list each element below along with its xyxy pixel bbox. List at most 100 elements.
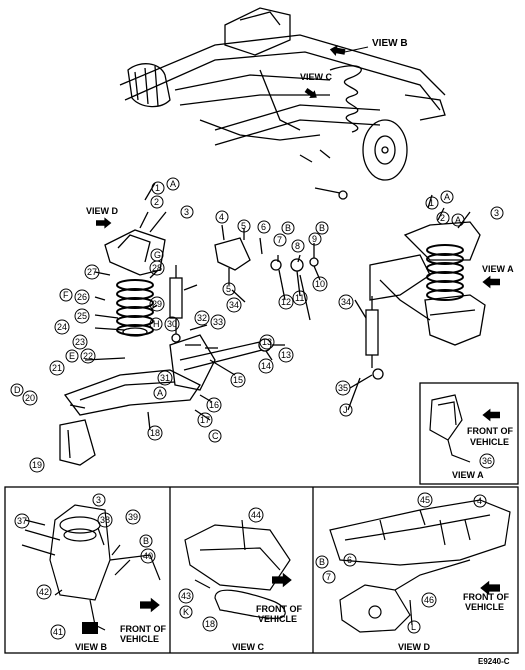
letter-h: H xyxy=(153,319,160,329)
callout-7: 7 xyxy=(277,235,282,245)
callout-18: 18 xyxy=(150,428,160,438)
letter-b-1: B xyxy=(285,223,291,233)
right-callout-2: 2 xyxy=(440,213,445,223)
callout-11: 11 xyxy=(295,293,304,303)
view-a-callout-36: 36 xyxy=(482,456,492,466)
view-c-pointer: VIEW C xyxy=(300,72,333,102)
view-c-title: VIEW C xyxy=(232,642,265,652)
callout-1: 1 xyxy=(155,183,160,193)
view-d-callout-6: 6 xyxy=(347,555,352,565)
view-a-title: VIEW A xyxy=(452,470,484,480)
right-letter-a-2: A xyxy=(455,215,461,225)
view-b-front-arrow xyxy=(140,597,160,613)
callout-31: 31 xyxy=(160,373,170,383)
view-d-pointer-arrow xyxy=(96,217,112,229)
view-d-letter-b: B xyxy=(319,557,325,567)
letter-a-1: A xyxy=(170,179,176,189)
view-d-callout-7: 7 xyxy=(326,572,331,582)
callout-27: 27 xyxy=(87,267,97,277)
view-b-callout-38: 38 xyxy=(100,515,110,525)
letter-f: F xyxy=(63,290,69,300)
letter-d: D xyxy=(14,385,21,395)
callout-17: 17 xyxy=(200,415,210,425)
view-b-title: VIEW B xyxy=(75,642,108,652)
callout-24: 24 xyxy=(57,322,67,332)
callout-10: 10 xyxy=(315,279,325,289)
view-b-callout-40: 40 xyxy=(143,551,153,561)
view-d-front-line1: FRONT OF xyxy=(463,592,509,602)
callout-13: 13 xyxy=(262,337,272,347)
detail-views-frame xyxy=(4,486,519,654)
callout-21: 21 xyxy=(52,363,62,373)
right-callouts: 1 A 2 A 3 VIEW A 34 35 J xyxy=(335,190,514,417)
figure-code: E9240-C xyxy=(478,657,510,666)
callout-9: 9 xyxy=(312,234,317,244)
view-a-front-arrow xyxy=(482,408,500,422)
callout-29: 29 xyxy=(152,299,162,309)
view-d-letter-l: L xyxy=(411,622,416,632)
view-c-callout-44: 44 xyxy=(251,510,261,520)
callout-26: 26 xyxy=(77,292,87,302)
callout-19: 19 xyxy=(32,460,42,470)
overview-view-b-label: VIEW B xyxy=(372,38,408,49)
callout-28: 28 xyxy=(152,263,162,273)
overview-view-c-label: VIEW C xyxy=(300,72,333,82)
view-d-label: VIEW D xyxy=(86,206,119,216)
view-b-pointer: VIEW B xyxy=(328,38,408,58)
callout-34: 34 xyxy=(229,300,239,310)
view-b-letter-b: B xyxy=(143,536,149,546)
view-d-callout-45: 45 xyxy=(420,495,430,505)
view-b-callout-42: 42 xyxy=(39,587,49,597)
view-b-callout-39: 39 xyxy=(128,512,138,522)
callout-14: 14 xyxy=(261,361,271,371)
callout-32: 32 xyxy=(197,313,207,323)
callout-2: 2 xyxy=(154,197,159,207)
letter-g: G xyxy=(154,250,161,260)
callout-12: 12 xyxy=(281,297,291,307)
view-c-front-arrow xyxy=(272,572,292,588)
right-callout-34: 34 xyxy=(341,297,351,307)
right-callout-1: 1 xyxy=(429,198,434,208)
view-b-callout-41: 41 xyxy=(53,627,63,637)
view-a-label: VIEW A xyxy=(482,264,514,274)
callout-5: 5 xyxy=(241,221,246,231)
letter-c: C xyxy=(212,431,219,441)
view-d-title: VIEW D xyxy=(398,642,431,652)
callout-20: 20 xyxy=(25,393,35,403)
right-letter-a-1: A xyxy=(444,192,450,202)
letter-a-2: A xyxy=(157,388,163,398)
view-d-front-line2: VEHICLE xyxy=(465,602,504,612)
letter-j: J xyxy=(343,405,348,415)
callout-25: 25 xyxy=(77,311,87,321)
overview-illustration xyxy=(119,7,446,200)
callout-8: 8 xyxy=(295,241,300,251)
view-b-front-line1: FRONT OF xyxy=(120,624,166,634)
view-a-front-line2: VEHICLE xyxy=(470,437,509,447)
view-a-pointer-arrow xyxy=(482,275,500,289)
callout-13-label: 13 xyxy=(281,350,291,360)
view-a-front-line1: FRONT OF xyxy=(467,426,513,436)
view-c-callout-18: 18 xyxy=(205,619,215,629)
letter-e: E xyxy=(69,351,75,361)
view-b-panel: 3 37 38 39 B 40 42 41 FRONT OF VEHICLE V… xyxy=(14,493,166,652)
callout-4: 4 xyxy=(219,212,224,222)
view-c-front-line2: VEHICLE xyxy=(258,614,297,624)
right-callout-3: 3 xyxy=(494,208,499,218)
callout-3: 3 xyxy=(184,207,189,217)
view-c-callout-43: 43 xyxy=(181,591,191,601)
right-callout-35: 35 xyxy=(338,383,348,393)
view-c-front-line1: FRONT OF xyxy=(256,604,302,614)
view-d-panel: 45 4 B 6 7 46 L FRONT OF VEHICLE VIEW D xyxy=(315,492,511,652)
view-b-callout-3: 3 xyxy=(96,495,101,505)
view-d-callout-4: 4 xyxy=(477,496,482,506)
view-b-front-line2: VEHICLE xyxy=(120,634,159,644)
view-b-callout-37: 37 xyxy=(17,516,27,526)
callout-15: 15 xyxy=(233,375,243,385)
callout-6: 6 xyxy=(261,222,266,232)
view-c-letter-k: K xyxy=(183,607,189,617)
callout-16: 16 xyxy=(209,400,219,410)
right-assembly-view xyxy=(347,194,486,411)
callout-5b: 5 xyxy=(226,284,231,294)
callout-23: 23 xyxy=(75,337,85,347)
